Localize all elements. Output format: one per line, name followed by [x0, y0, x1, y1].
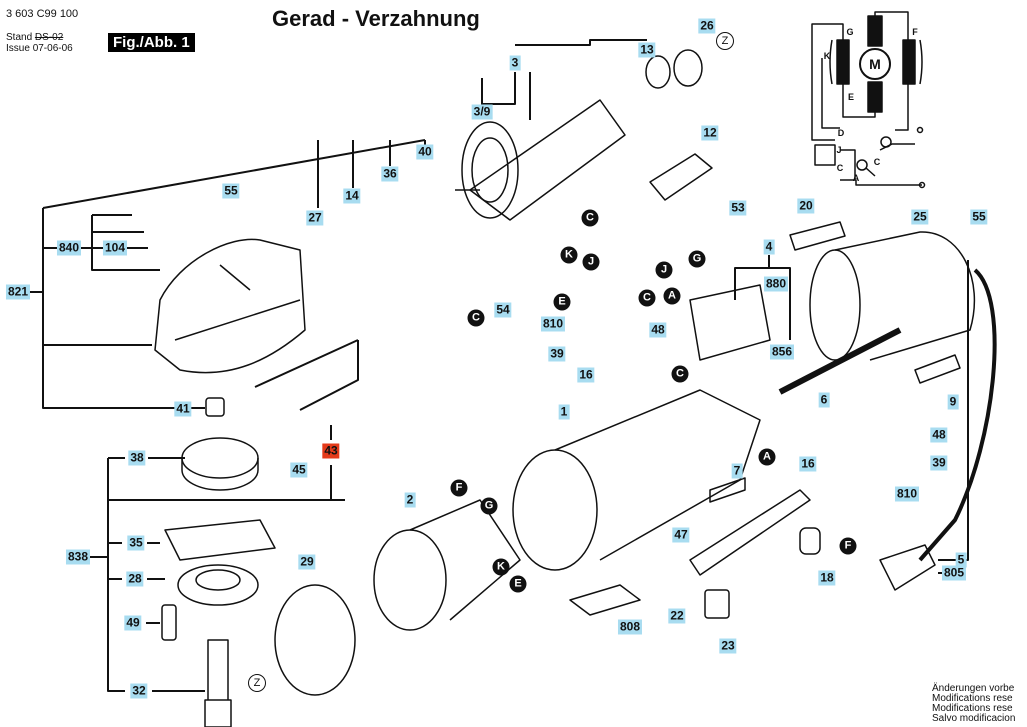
schematic-terminal-label: J	[836, 145, 842, 155]
part-number-label: 48	[649, 322, 667, 338]
part-number-label: 808	[617, 619, 643, 635]
part-number-label: 3/9	[471, 104, 493, 120]
part-number-label: 13	[638, 42, 656, 58]
connector-marker: E	[509, 575, 527, 593]
notice-line: Änderungen vorbe	[932, 683, 1015, 694]
part-number-label: 43	[322, 443, 340, 459]
schematic-terminal-label: E	[847, 92, 855, 102]
part-number-label: 39	[930, 455, 948, 471]
part-number-label: 53	[729, 200, 747, 216]
part-number-label: 18	[818, 570, 836, 586]
connector-marker: C	[671, 365, 689, 383]
issue-label: Issue	[6, 43, 30, 54]
part-number-label: 880	[763, 276, 789, 292]
connector-marker: J	[655, 261, 673, 279]
z-reference-marker: Z	[716, 32, 734, 50]
part-number-label: 27	[306, 210, 324, 226]
part-number-label: 49	[124, 615, 142, 631]
part-number-label: 810	[894, 486, 920, 502]
part-number-label: 40	[416, 144, 434, 160]
part-number-label: 16	[799, 456, 817, 472]
part-number-label: 20	[797, 198, 815, 214]
schematic-terminal-label: G	[846, 27, 854, 37]
leader-lines	[28, 39, 969, 692]
armature	[455, 49, 713, 221]
schematic-terminal-label: C	[873, 157, 881, 167]
connector-marker: F	[450, 479, 468, 497]
part-number-label: 16	[577, 367, 595, 383]
notice-line: Modifications rese	[932, 703, 1013, 714]
part-number-label: 2	[404, 492, 416, 508]
part-number-label: 856	[769, 344, 795, 360]
part-number-label: 47	[672, 527, 690, 543]
stand-old-value: DS-02	[34, 32, 64, 43]
schematic-terminal-label: D	[837, 128, 845, 138]
part-number-label: 39	[548, 346, 566, 362]
part-number-label: 7	[731, 463, 743, 479]
connector-marker: C	[467, 309, 485, 327]
connector-marker: J	[582, 253, 600, 271]
modification-notice: Änderungen vorbe Modifications rese Modi…	[932, 684, 1015, 724]
part-number-label: 48	[930, 427, 948, 443]
part-number-label: 45	[290, 462, 308, 478]
part-number-label: 29	[298, 554, 316, 570]
stand-label: Stand	[6, 32, 33, 43]
field-housing-and-cable	[689, 221, 997, 591]
part-number-label: 22	[668, 608, 686, 624]
motor-housing	[274, 389, 821, 696]
part-number-label: 5	[955, 552, 967, 568]
schematic-terminal-label: F	[912, 27, 918, 37]
part-number-label: 55	[970, 209, 988, 225]
schematic-terminal-label: A	[852, 173, 860, 183]
document-number: 3 603 C99 100	[6, 8, 79, 20]
connector-marker: A	[663, 287, 681, 305]
part-number-label: 6	[818, 392, 830, 408]
part-number-label: 32	[130, 683, 148, 699]
connector-marker: G	[688, 250, 706, 268]
part-number-label: 25	[911, 209, 929, 225]
part-number-label: 41	[174, 401, 192, 417]
part-number-label: 23	[719, 638, 737, 654]
connector-marker: A	[758, 448, 776, 466]
connector-marker: G	[480, 497, 498, 515]
part-number-label: 838	[65, 549, 91, 565]
part-number-label: 36	[381, 166, 399, 182]
connector-marker: C	[581, 209, 599, 227]
part-number-label: 38	[128, 450, 146, 466]
part-number-label: 104	[102, 240, 128, 256]
part-number-label: 1	[558, 404, 570, 420]
part-number-label: 35	[127, 535, 145, 551]
connector-marker: C	[638, 289, 656, 307]
notice-line: Salvo modificacion	[932, 713, 1016, 724]
part-number-label: 54	[494, 302, 512, 318]
motor-symbol-label: M	[869, 56, 881, 72]
connector-marker: F	[839, 537, 857, 555]
figure-badge: Fig./Abb. 1	[108, 33, 195, 52]
connector-marker: K	[560, 246, 578, 264]
part-number-label: 3	[509, 55, 521, 71]
part-number-label: 810	[540, 316, 566, 332]
schematic-terminal-label: C	[836, 163, 844, 173]
part-number-label: 12	[701, 125, 719, 141]
part-number-label: 55	[222, 183, 240, 199]
part-number-label: 4	[763, 239, 775, 255]
page-title: Gerad - Verzahnung	[272, 6, 480, 31]
gearbox-head	[154, 238, 306, 727]
wiring-schematic	[811, 11, 926, 189]
notice-line: Modifications rese	[932, 693, 1013, 704]
z-reference-marker: Z	[248, 674, 266, 692]
part-number-label: 26	[698, 18, 716, 34]
issue-date: 07-06-06	[32, 43, 73, 54]
part-number-label: 28	[126, 571, 144, 587]
part-number-label: 840	[56, 240, 82, 256]
connector-marker: E	[553, 293, 571, 311]
schematic-terminal-label: K	[823, 51, 831, 61]
revision-block: Stand DS-02 Issue 07-06-06	[6, 32, 73, 54]
part-number-label: 14	[343, 188, 361, 204]
part-number-label: 805	[941, 565, 967, 581]
part-number-label: 821	[5, 284, 31, 300]
connector-marker: K	[492, 558, 510, 576]
part-number-label: 9	[947, 394, 959, 410]
